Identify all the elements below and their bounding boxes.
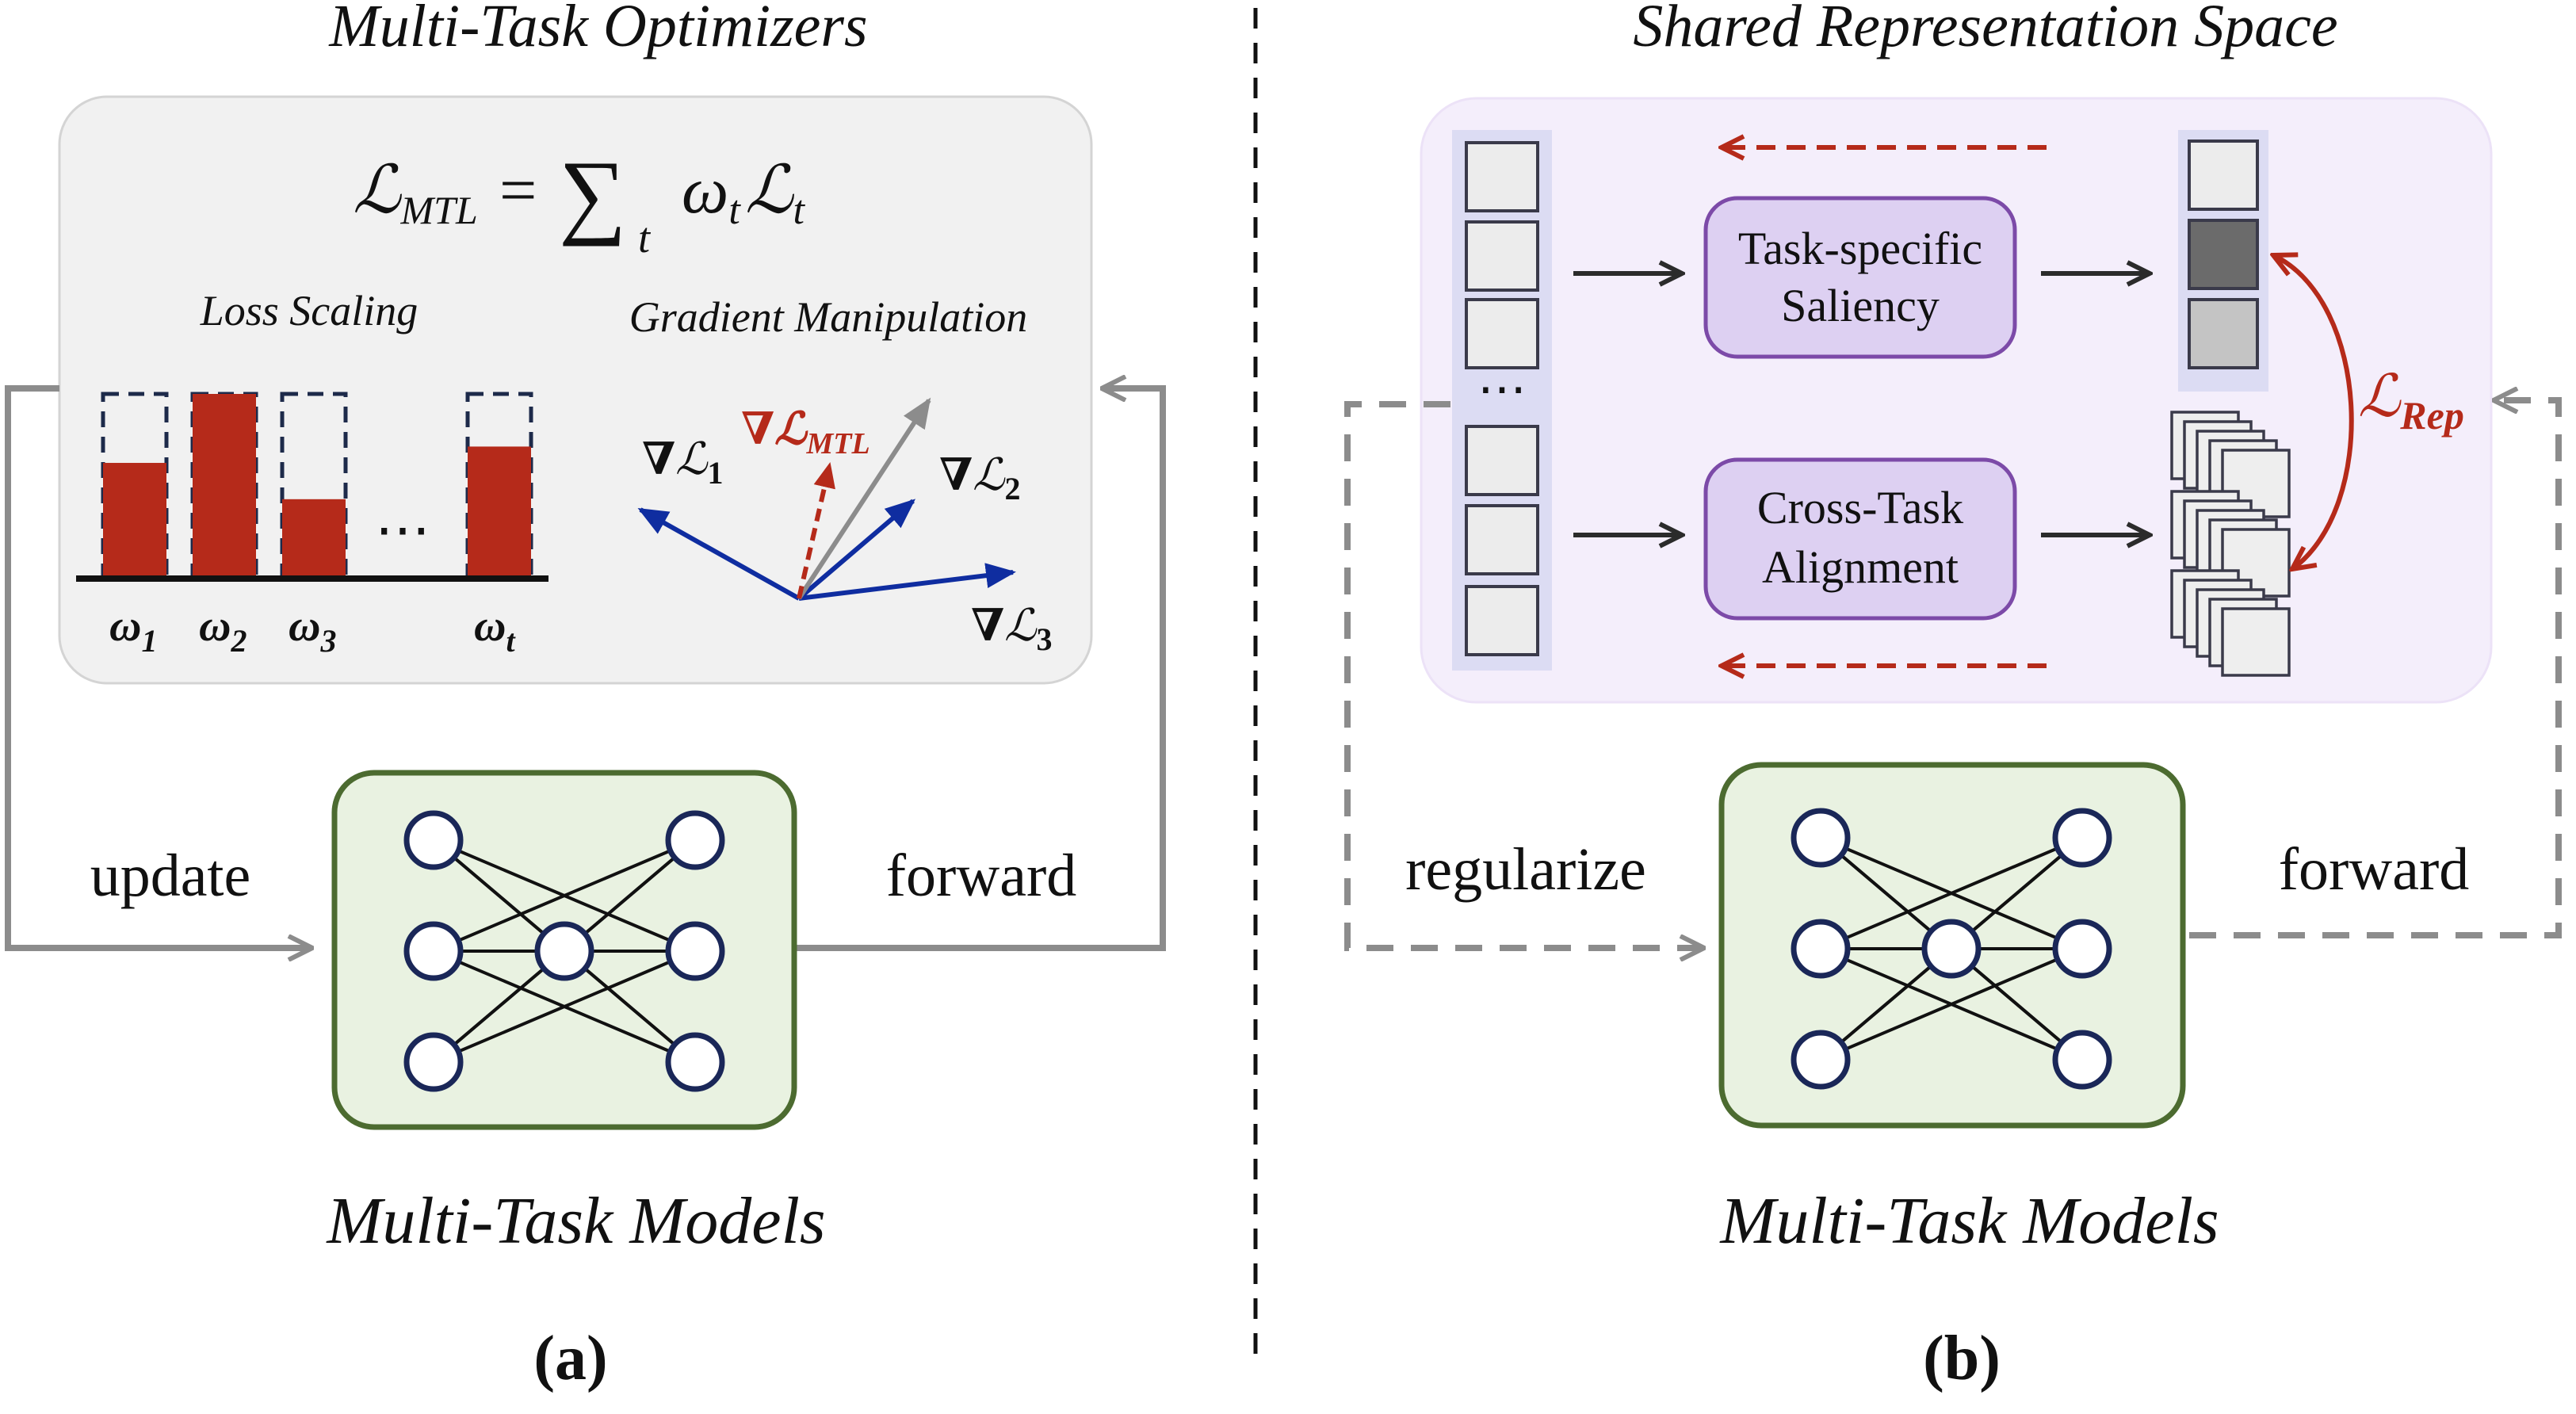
bar-label-3: ω3 (289, 602, 337, 659)
grad-mtl-label: ∇ℒMTL (741, 405, 870, 461)
panel-a-title: Multi-Task Optimizers (328, 0, 867, 59)
grad-l1-label: ∇ℒ1 (642, 435, 724, 491)
grad-l2-label: ∇ℒ2 (939, 451, 1021, 506)
caption-b: (b) (1923, 1324, 2001, 1393)
bar-label-1: ω1 (109, 602, 158, 659)
net-edge (1820, 836, 2083, 950)
bar-fill-2 (193, 394, 256, 575)
net-node (1791, 919, 1851, 979)
bar-label-4: ωt (474, 602, 517, 659)
saliency-output-cell-2 (2188, 219, 2259, 290)
neural-net-icon-b (1791, 808, 2112, 1090)
regularize-loop-arrow (1344, 401, 1703, 948)
update-label: update (90, 843, 251, 909)
grad-l3-label: ∇ℒ3 (971, 602, 1053, 657)
formula-lhs: ℒ (353, 154, 402, 227)
saliency-label-2: Saliency (1781, 280, 1940, 331)
model-label-a: Multi-Task Models (326, 1184, 825, 1258)
saliency-output-cell-1 (2188, 139, 2259, 211)
forward-label-b: forward (2279, 836, 2470, 903)
feature-cell-5 (1465, 504, 1539, 575)
formula-task-loss: ℒ (745, 154, 794, 227)
bars-ellipsis: ⋯ (375, 500, 430, 561)
panel-b: Shared Representation Space ⋯ Task-speci… (1344, 0, 2562, 1393)
gradient-manipulation-label: Gradient Manipulation (629, 293, 1027, 341)
grad-sum-arrow (797, 397, 931, 600)
bar-fill-1 (103, 463, 166, 575)
bar-outline-3 (280, 392, 348, 578)
grad-l3-arrow (798, 563, 1016, 601)
rep-loss-label: ℒRep (2358, 365, 2464, 438)
grad-mtl-arrow (797, 462, 835, 599)
net-node (2052, 1030, 2112, 1090)
neural-net-icon-a (403, 810, 725, 1092)
feature-cell-4 (1465, 425, 1539, 496)
grad-l1-arrow (637, 507, 801, 601)
formula-sum-sub: t (638, 214, 652, 262)
net-node (1921, 919, 1982, 979)
net-node (403, 1032, 464, 1092)
net-edge (433, 839, 696, 953)
aligned-feature-stack (2170, 411, 2291, 677)
formula-sum: ∑ (559, 141, 627, 246)
saliency-output-cell-3 (2188, 298, 2259, 369)
forward-label-a: forward (886, 843, 1077, 909)
net-node (534, 921, 594, 981)
net-node (1791, 1030, 1851, 1090)
net-node (665, 1032, 725, 1092)
feature-column-bg (1452, 130, 1552, 671)
bar-fill-3 (282, 499, 346, 575)
net-edge (433, 950, 696, 1064)
loss-scaling-label: Loss Scaling (200, 287, 419, 334)
alignment-box (1703, 457, 2017, 621)
net-node (403, 921, 464, 981)
bar-fill-4 (468, 446, 531, 575)
panel-b-title: Shared Representation Space (1633, 0, 2337, 59)
formula-task-loss-sub: t (793, 188, 806, 233)
loss-weight-bars (101, 392, 533, 578)
formula-equals: = (499, 154, 537, 227)
feature-column (1465, 141, 1539, 656)
saliency-box (1703, 196, 2017, 359)
bar-label-2: ω2 (199, 602, 247, 659)
feature-cell-3 (1465, 298, 1539, 369)
feature-cell-2 (1465, 220, 1539, 292)
grad-l2-arrow (797, 499, 916, 601)
feature-cell-1 (1465, 141, 1539, 212)
model-label-b: Multi-Task Models (1719, 1184, 2219, 1258)
column-ellipsis: ⋯ (1477, 363, 1527, 417)
rep-loss-arrow (2273, 255, 2354, 569)
gradient-vectors: ∇ℒMTL ∇ℒ1 ∇ℒ2 ∇ℒ3 (637, 397, 1053, 657)
aligned-map-3-5 (2221, 607, 2291, 677)
feature-cell-6 (1465, 585, 1539, 656)
panel-a: Multi-Task Optimizers ℒMTL = ∑ t ωt ℒt L… (5, 0, 1166, 1393)
mtl-loss-formula: ℒMTL = ∑ t ωt ℒt (353, 141, 806, 262)
formula-lhs-sub: MTL (400, 188, 478, 232)
caption-a: (a) (533, 1324, 607, 1393)
svg-text:ℒMTL: ℒMTL (353, 154, 478, 232)
net-node (2052, 919, 2112, 979)
regularize-label: regularize (1405, 836, 1646, 903)
formula-weight-sub: t (728, 188, 741, 233)
forward-loop-arrow (795, 388, 1166, 951)
svg-text:ℒt: ℒt (745, 154, 806, 233)
update-loop-arrow (5, 385, 311, 948)
net-node (665, 921, 725, 981)
net-edge (1820, 947, 2083, 1061)
bar-labels: ω1 ω2 ω3 ωt (109, 602, 517, 659)
net-node (665, 810, 725, 870)
formula-weight: ω (682, 154, 728, 227)
svg-text:ωt: ωt (682, 154, 741, 233)
net-node (2052, 808, 2112, 868)
alignment-label-2: Alignment (1762, 541, 1959, 593)
saliency-label-1: Task-specific (1738, 223, 1982, 274)
net-node (1791, 808, 1851, 868)
net-node (403, 810, 464, 870)
alignment-label-1: Cross-Task (1757, 482, 1963, 533)
forward-loop-arrow-b (2189, 400, 2562, 938)
